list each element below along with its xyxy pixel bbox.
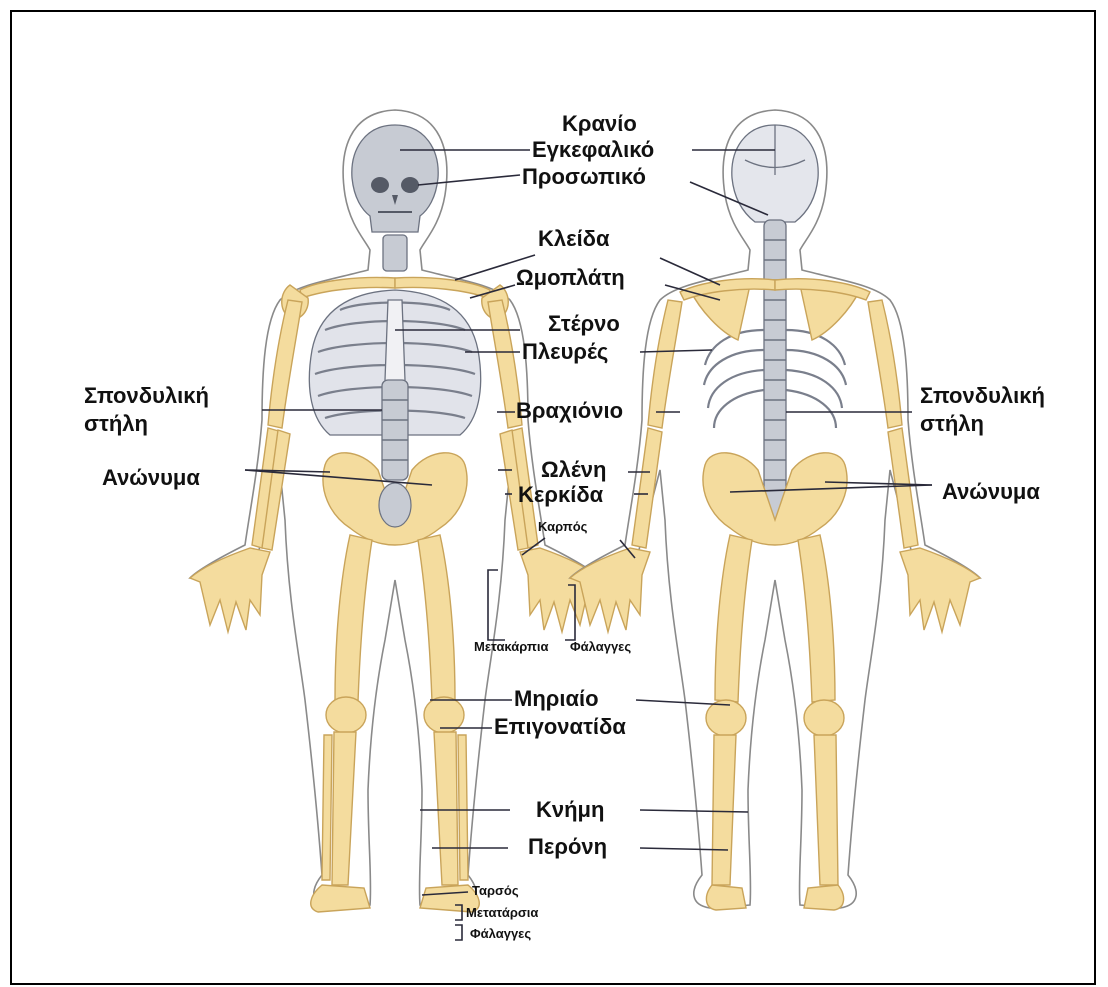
front-hand-left	[190, 548, 270, 632]
label-kranio: Κρανίο	[562, 113, 637, 135]
label-anonyma-left: Ανώνυμα	[102, 467, 200, 489]
label-omoplati: Ωμοπλάτη	[516, 267, 625, 289]
label-metatarsia: Μετατάρσια	[466, 906, 538, 919]
label-enkefaliko: Εγκεφαλικό	[532, 139, 654, 161]
label-miriaio: Μηριαίο	[514, 688, 599, 710]
label-falagges-hand: Φάλαγγες	[570, 640, 631, 653]
label-peroni: Περόνη	[528, 836, 607, 858]
front-foot-left	[311, 885, 370, 912]
label-kerkida: Κερκίδα	[518, 484, 603, 506]
label-spondyliki-left-2: στήλη	[84, 413, 148, 435]
front-eye-left	[371, 177, 389, 193]
label-knimi: Κνήμη	[536, 799, 604, 821]
label-spondyliki-right-2: στήλη	[920, 413, 984, 435]
back-foot-left	[706, 885, 746, 910]
label-epigonatida: Επιγονατίδα	[494, 716, 626, 738]
label-kleida: Κλείδα	[538, 228, 610, 250]
back-foot-right	[804, 885, 844, 910]
back-figure	[570, 110, 980, 910]
back-hand-right	[900, 548, 980, 632]
back-knee-right	[804, 700, 844, 736]
label-falagges-foot: Φάλαγγες	[470, 927, 531, 940]
label-spondyliki-left-1: Σπονδυλική	[84, 385, 209, 407]
label-metakarpia: Μετακάρπια	[474, 640, 548, 653]
front-cervical	[383, 235, 407, 271]
front-fibula-left	[322, 735, 332, 880]
front-eye-right	[401, 177, 419, 193]
label-karpos: Καρπός	[538, 520, 587, 533]
front-sternum	[385, 300, 405, 392]
front-knee-left	[326, 697, 366, 733]
label-vraxionio: Βραχιόνιο	[516, 400, 623, 422]
back-spine	[764, 220, 786, 520]
label-olenh: Ωλένη	[541, 459, 606, 481]
label-sterno: Στέρνο	[548, 313, 620, 335]
label-pleures: Πλευρές	[522, 341, 608, 363]
label-anonyma-right: Ανώνυμα	[942, 481, 1040, 503]
label-prosopiko: Προσωπικό	[522, 166, 646, 188]
label-tarsos: Ταρσός	[472, 884, 519, 897]
label-spondyliki-right-1: Σπονδυλική	[920, 385, 1045, 407]
front-fibula-right	[458, 735, 468, 880]
front-lumbar-spine	[382, 380, 408, 480]
